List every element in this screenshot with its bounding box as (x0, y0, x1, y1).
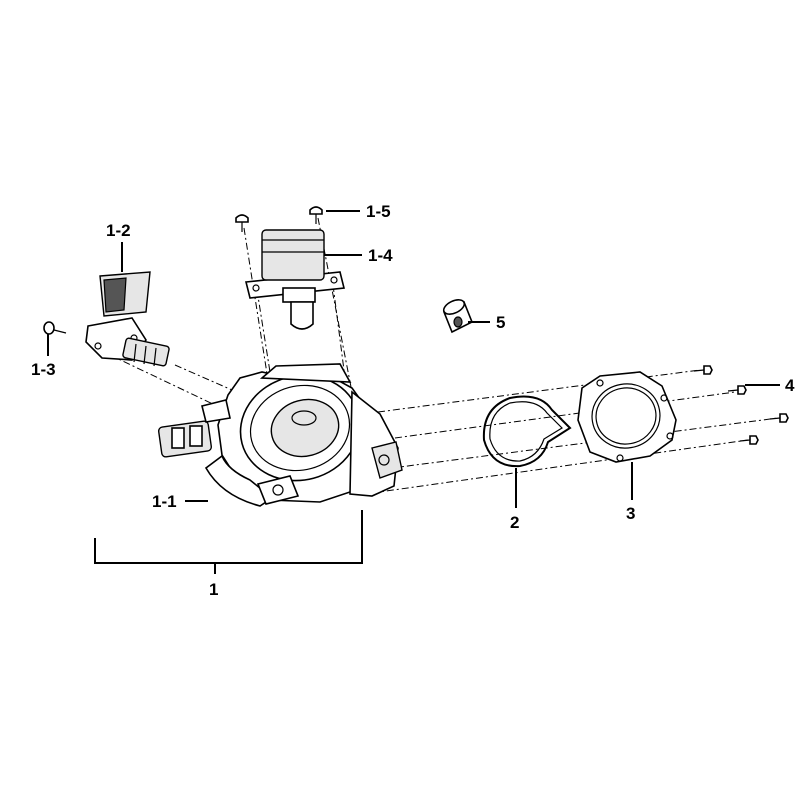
assembly-guide-lines (109, 217, 779, 494)
callout-1-1: 1-1 (152, 492, 177, 511)
throttle-body-icon (204, 454, 300, 507)
sleeve-icon (442, 299, 474, 334)
callout-1-3: 1-3 (31, 360, 56, 379)
bolt-icon (693, 365, 789, 445)
callout-1-2: 1-2 (106, 221, 131, 240)
callout-1: 1 (209, 580, 219, 599)
callout-5: 5 (496, 313, 506, 332)
gasket-ring-icon (482, 395, 572, 468)
throttle-position-sensor-icon (85, 271, 170, 367)
callout-4: 4 (785, 376, 795, 395)
callout-1-5: 1-5 (366, 202, 391, 221)
callout-2: 2 (510, 513, 520, 532)
idle-air-control-valve-icon (245, 229, 345, 330)
throttle-body-assembly-icon (157, 363, 403, 507)
leader-lines (47, 210, 780, 574)
flange-gasket-icon (577, 371, 677, 463)
screw-icon (43, 321, 67, 335)
screw-icon (235, 206, 323, 232)
callout-1-4: 1-4 (368, 246, 393, 265)
callout-3: 3 (626, 504, 636, 523)
